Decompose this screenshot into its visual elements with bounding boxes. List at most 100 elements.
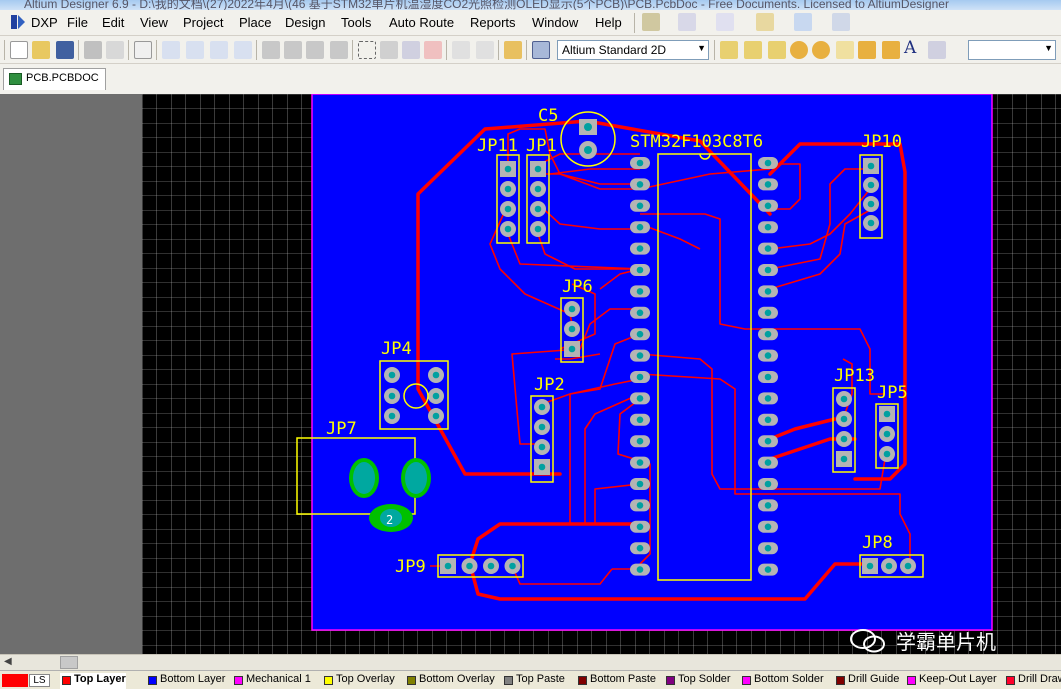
menu-view[interactable]: View [140, 15, 168, 30]
jp10-footprint[interactable] [859, 154, 883, 239]
print-icon[interactable] [84, 41, 102, 59]
stm32-pad[interactable] [630, 242, 650, 255]
jp6-footprint-pad[interactable] [564, 321, 580, 337]
menu-auto-route[interactable]: Auto Route [389, 15, 455, 30]
jp9-footprint-pad[interactable] [504, 558, 521, 574]
stm32-pad[interactable] [630, 392, 650, 405]
jp5-footprint-pad[interactable] [879, 406, 895, 422]
jp8-footprint-pad[interactable] [881, 558, 897, 574]
stm32-pad[interactable] [758, 349, 778, 362]
zoom-selected-icon[interactable] [210, 41, 228, 59]
stm32-pad[interactable] [758, 285, 778, 298]
jp5-footprint-pad[interactable] [879, 446, 895, 462]
pad-icon[interactable] [790, 41, 808, 59]
new-icon[interactable] [10, 41, 28, 59]
multi-route-icon[interactable] [768, 41, 786, 59]
stm32-pad[interactable] [758, 520, 778, 533]
stm32-pad[interactable] [630, 499, 650, 512]
jp7-footprint[interactable] [296, 437, 431, 532]
layer-tab-top-paste[interactable]: Top Paste [502, 673, 565, 689]
interactive-route-icon[interactable] [720, 41, 738, 59]
jp4-pads[interactable] [384, 367, 444, 424]
deselect-icon[interactable] [424, 41, 442, 59]
dimension-icon[interactable] [756, 13, 774, 31]
select-icon[interactable] [402, 41, 420, 59]
align-icon[interactable] [678, 13, 696, 31]
stm32-pad[interactable] [630, 157, 650, 169]
menu-help[interactable]: Help [595, 15, 622, 30]
jp1-footprint-pad[interactable] [530, 221, 546, 237]
jp13-footprint[interactable] [832, 387, 856, 473]
jp8-footprint[interactable] [859, 554, 924, 578]
redo-icon[interactable] [476, 41, 494, 59]
pcb-canvas[interactable]: C5 STM32F103C8T6 JP11 JP1 JP10 JP6 JP4 J… [0, 94, 1061, 654]
stm32-pad[interactable] [630, 178, 650, 191]
jp1-footprint[interactable] [526, 154, 550, 244]
jp10-footprint-pad[interactable] [863, 177, 879, 193]
stm32-pad[interactable] [758, 478, 778, 490]
stm32-pad[interactable] [630, 563, 650, 576]
layer-set-button[interactable]: LS [29, 674, 50, 687]
stm32-pad[interactable] [758, 221, 778, 234]
current-layer-swatch[interactable] [2, 674, 28, 687]
select-area-icon[interactable] [358, 41, 376, 59]
browse-component-icon[interactable] [532, 41, 550, 59]
fill-icon[interactable] [858, 41, 876, 59]
layer-tab-bottom-paste[interactable]: Bottom Paste [576, 673, 656, 689]
jp8-footprint-pad[interactable] [862, 558, 878, 574]
stm32-pad[interactable] [630, 478, 650, 490]
menu-edit[interactable]: Edit [102, 15, 125, 30]
jp4-pad[interactable] [384, 367, 400, 383]
print-preview-icon[interactable] [106, 41, 124, 59]
jp2-footprint-pad[interactable] [534, 459, 550, 475]
layer-tab-drill-drawing[interactable]: Drill Drawing [1004, 673, 1061, 689]
jp6-footprint[interactable] [560, 297, 584, 363]
menu-window[interactable]: Window [532, 15, 579, 30]
stm32-pad[interactable] [758, 328, 778, 341]
layer-tab-top-overlay[interactable]: Top Overlay [322, 673, 395, 689]
rubber-stamp-icon[interactable] [330, 41, 348, 59]
move-icon[interactable] [380, 41, 398, 59]
layer-tab-top-solder[interactable]: Top Solder [664, 673, 731, 689]
menu-dxp[interactable]: DXP [31, 15, 58, 30]
stm32-pad[interactable] [758, 542, 778, 555]
layer-tab-bottom-layer[interactable]: Bottom Layer [146, 673, 225, 689]
jp5-footprint[interactable] [875, 403, 899, 469]
pcb-workspace[interactable]: C5 STM32F103C8T6 JP11 JP1 JP10 JP6 JP4 J… [0, 94, 1061, 654]
menu-reports[interactable]: Reports [470, 15, 516, 30]
jp4-pad[interactable] [428, 388, 444, 404]
arc-icon[interactable] [836, 41, 854, 59]
layer-tab-drill-guide[interactable]: Drill Guide [834, 673, 899, 689]
stm32-pad[interactable] [630, 413, 650, 426]
layer-tab-keep-out-layer[interactable]: Keep-Out Layer [905, 673, 997, 689]
dxp-logo-icon[interactable] [10, 14, 26, 30]
stm32-pad[interactable] [758, 371, 778, 383]
jp13-footprint-pad[interactable] [836, 391, 852, 407]
stm32-pad[interactable] [758, 413, 778, 426]
jp9-footprint-pad[interactable] [483, 558, 499, 574]
jp6-footprint-pad[interactable] [564, 301, 580, 317]
string-icon[interactable]: A [904, 38, 917, 58]
stm32-pad[interactable] [758, 242, 778, 255]
copy-icon[interactable] [284, 41, 302, 59]
jp13-footprint-pad[interactable] [836, 451, 852, 467]
menu-project[interactable]: Project [183, 15, 224, 30]
zoom-fit-icon[interactable] [162, 41, 180, 59]
jp13-footprint-pad[interactable] [836, 411, 852, 427]
jp10-footprint-pad[interactable] [863, 215, 879, 231]
stm32-pad[interactable] [630, 328, 650, 341]
paste-icon[interactable] [306, 41, 324, 59]
stm32-pad[interactable] [630, 306, 650, 319]
stm32-pad[interactable] [758, 264, 778, 276]
stm32-pad[interactable] [758, 199, 778, 212]
jp1-footprint-pad[interactable] [530, 181, 546, 197]
header-footprints[interactable] [384, 154, 924, 578]
jp11-footprint-pad[interactable] [500, 181, 516, 197]
zoom-area-icon[interactable] [186, 41, 204, 59]
menu-file[interactable]: File [67, 15, 88, 30]
zoom-filtered-icon[interactable] [234, 41, 252, 59]
jp10-footprint-pad[interactable] [863, 158, 879, 174]
jp9-footprint-pad[interactable] [461, 558, 478, 574]
stm32-pad[interactable] [758, 157, 778, 169]
scroll-thumb[interactable] [60, 656, 78, 669]
